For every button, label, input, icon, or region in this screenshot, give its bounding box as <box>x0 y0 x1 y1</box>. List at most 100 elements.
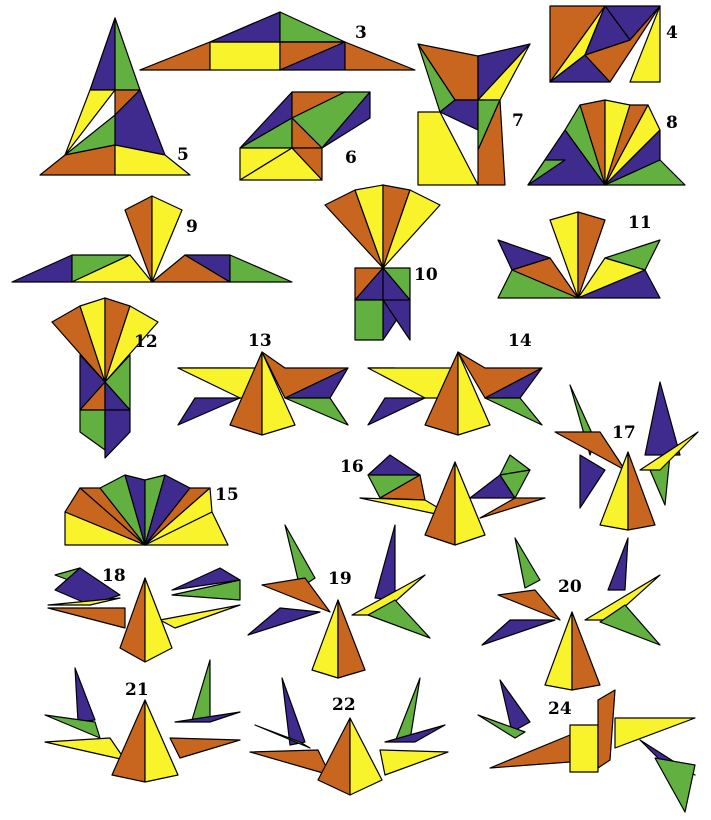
tile <box>191 659 211 723</box>
figure-label: 22 <box>332 695 356 715</box>
tile <box>349 717 383 796</box>
tile <box>144 699 179 783</box>
tile <box>354 299 384 341</box>
tile <box>351 574 426 616</box>
figure-label: 24 <box>548 699 572 719</box>
figure-14: 14 <box>367 331 543 436</box>
tile <box>514 537 541 589</box>
tile <box>261 577 331 613</box>
figure-label: 8 <box>666 113 678 133</box>
tile <box>249 749 331 776</box>
tile <box>171 567 241 591</box>
tile <box>584 5 631 56</box>
tile <box>89 17 116 91</box>
tile <box>604 159 686 186</box>
tile <box>597 689 616 769</box>
tile <box>11 254 73 283</box>
figure-label: 17 <box>612 423 636 443</box>
figure-label: 11 <box>628 213 652 233</box>
figure-24: 24 <box>477 679 696 813</box>
tile <box>554 431 626 471</box>
figure-label: 3 <box>355 23 367 43</box>
tile <box>497 589 561 621</box>
tile <box>544 611 573 691</box>
tile <box>139 41 211 71</box>
tile <box>174 711 241 723</box>
tile <box>317 717 351 796</box>
figure-label: 5 <box>177 145 189 165</box>
figure-label: 15 <box>215 485 239 505</box>
tile <box>639 431 699 471</box>
figure-10: 10 <box>324 184 441 341</box>
tile <box>239 147 323 181</box>
tile <box>382 299 411 341</box>
tile <box>209 11 281 43</box>
tile <box>584 574 661 621</box>
figure-label: 9 <box>186 217 198 237</box>
tile <box>607 537 629 591</box>
tile <box>144 577 173 663</box>
figure-label: 6 <box>345 148 357 168</box>
figure-20: 20 <box>481 537 661 691</box>
tile <box>489 734 571 769</box>
figure-18: 18 <box>47 566 241 663</box>
figure-label: 7 <box>512 111 524 131</box>
tile <box>614 717 696 749</box>
tile <box>104 305 159 383</box>
figure-label: 10 <box>414 265 438 285</box>
tile <box>281 677 306 746</box>
tile <box>367 599 431 639</box>
tile <box>159 604 241 629</box>
tile <box>111 699 146 783</box>
tile <box>71 254 153 283</box>
figure-label: 12 <box>134 332 158 352</box>
tile <box>261 351 296 436</box>
tile <box>454 461 486 546</box>
tile <box>54 567 121 606</box>
tile <box>627 451 656 531</box>
figure-22: 22 <box>249 677 449 796</box>
figure-7: 7 <box>417 43 531 186</box>
figure-label: 19 <box>328 569 352 589</box>
tile <box>629 5 661 83</box>
tile <box>47 597 121 606</box>
tile <box>527 159 566 186</box>
tile <box>577 211 606 299</box>
figure-label: 14 <box>508 331 532 351</box>
tile <box>104 409 131 459</box>
figure-15: 15 <box>64 474 239 546</box>
tile <box>114 144 191 176</box>
tile <box>79 409 106 451</box>
figure-21: 21 <box>44 659 241 783</box>
tile <box>209 41 281 71</box>
figure-8: 8 <box>527 99 686 186</box>
figure-13: 13 <box>177 331 349 436</box>
figure-3: 3 <box>139 11 416 71</box>
tile <box>577 269 661 299</box>
tile <box>457 351 491 436</box>
tile <box>571 611 601 691</box>
tile <box>321 91 371 149</box>
figure-19: 19 <box>247 524 431 679</box>
tile <box>479 497 546 519</box>
tile <box>367 454 421 476</box>
figure-label: 4 <box>666 23 678 43</box>
tile <box>169 737 241 759</box>
tile <box>481 619 556 646</box>
tile <box>254 724 311 749</box>
figure-9: 9 <box>11 195 293 283</box>
figure-label: 13 <box>248 331 272 351</box>
tile <box>151 195 183 283</box>
tile <box>379 749 449 776</box>
tile <box>477 99 506 186</box>
figure-4: 4 <box>549 5 678 83</box>
tile <box>477 714 526 739</box>
tile <box>382 189 441 269</box>
tile <box>337 599 366 679</box>
tile <box>499 679 531 733</box>
tile <box>384 724 446 743</box>
figure-17: 17 <box>554 381 699 531</box>
tile <box>644 381 681 456</box>
tile <box>44 714 101 739</box>
tile <box>229 254 293 283</box>
